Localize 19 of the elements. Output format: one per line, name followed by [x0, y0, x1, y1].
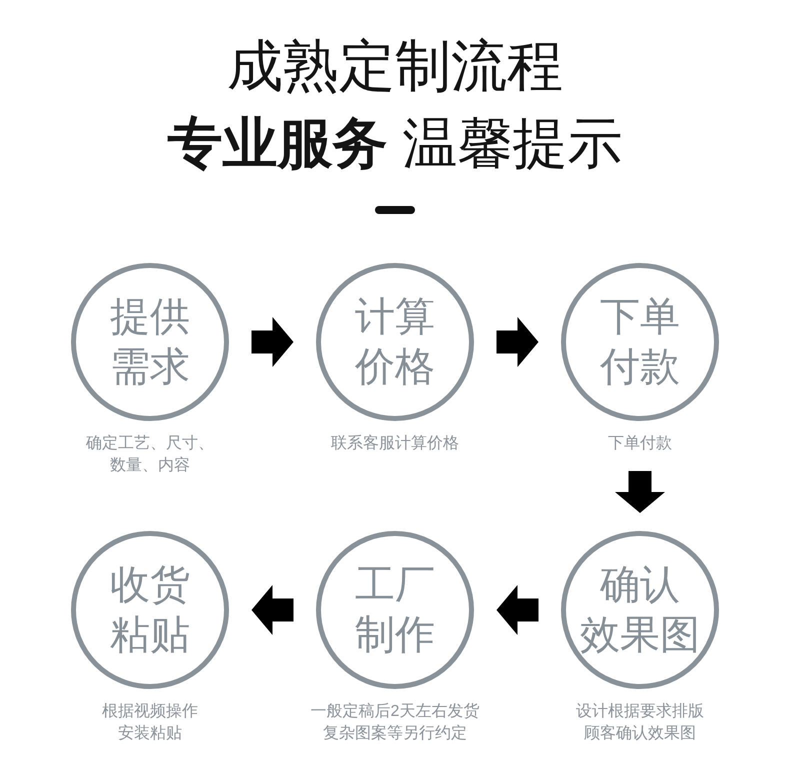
- arrow: [496, 585, 538, 635]
- arrow: [615, 471, 665, 513]
- step-caption: 下单付款: [608, 434, 672, 454]
- arrow: [496, 317, 538, 367]
- step-caption: 一般定稿后2天左右发货复杂图案等另行约定: [310, 702, 480, 744]
- step-caption: 联系客服计算价格: [331, 434, 459, 454]
- step-caption: 确定工艺、尺寸、数量、内容: [85, 434, 215, 476]
- arrow: [252, 585, 294, 635]
- step-label: 提供需求: [109, 294, 191, 391]
- step-label: 工厂制作: [354, 562, 436, 659]
- step-label: 确认效果图: [579, 562, 701, 659]
- step-label: 下单付款: [599, 294, 681, 391]
- step-label: 计算价格: [354, 294, 436, 391]
- title: 成熟定制流程: [227, 33, 563, 99]
- step-label: 收货粘贴: [109, 562, 191, 659]
- step-caption: 设计根据要求排版顾客确认效果图: [575, 702, 705, 744]
- subtitle: 专业服务 温馨提示: [167, 111, 623, 176]
- arrow: [252, 317, 294, 367]
- step-caption: 根据视频操作安装粘贴: [101, 702, 199, 744]
